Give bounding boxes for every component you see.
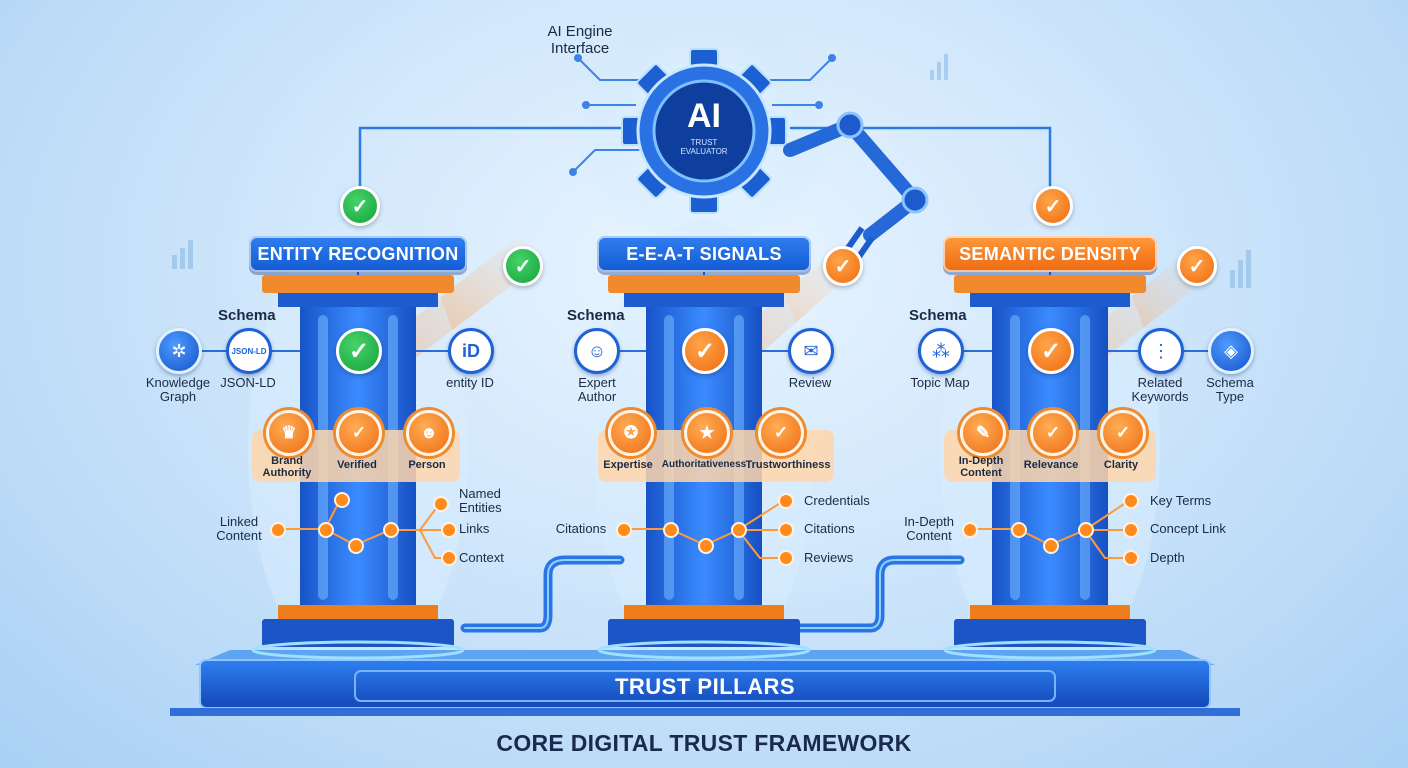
ribbon-icon: ✪ — [608, 410, 654, 456]
check-icon: ✓ — [1177, 246, 1217, 286]
chat-icon: ✉ — [788, 328, 834, 374]
badge-label: Content — [960, 467, 1002, 479]
node-dot — [663, 522, 679, 538]
badge-label: Brand — [271, 455, 303, 467]
engine-label-line1: AI Engine — [547, 23, 613, 40]
node-dot — [270, 522, 286, 538]
related-keywords-label-2: Keywords — [1131, 389, 1189, 404]
key-terms-label: Key Terms — [1150, 493, 1212, 508]
node-dot — [1123, 550, 1139, 566]
concept-link-label: Concept Link — [1150, 521, 1226, 536]
depth-label: Depth — [1150, 550, 1185, 565]
node-dot — [616, 522, 632, 538]
badge-label: Clarity — [1103, 459, 1139, 471]
engine-label-line2: Interface — [550, 40, 610, 57]
check-icon: ✓ — [1033, 186, 1073, 226]
node-dot — [778, 522, 794, 538]
ai-text: AI — [687, 97, 721, 135]
node-dot — [1043, 538, 1059, 554]
expert-author-label-1: Expert — [578, 375, 616, 390]
schema-type-label-1: Schema — [1206, 375, 1254, 390]
node-dot — [1078, 522, 1094, 538]
named-entities-label-2: Entities — [459, 500, 502, 515]
credentials-label: Credentials — [804, 493, 870, 508]
user-icon: ☺ — [574, 328, 620, 374]
badge-label: In-Depth — [958, 455, 1004, 467]
citations-label-right: Citations — [804, 521, 855, 536]
json-ld-label: JSON-LD — [220, 375, 276, 390]
reviews-label: Reviews — [804, 550, 854, 565]
document-icon: ✎ — [960, 410, 1006, 456]
node-dot — [348, 538, 364, 554]
citations-label-left: Citations — [555, 521, 607, 536]
check-icon: ✓ — [340, 186, 380, 226]
node-dot — [778, 493, 794, 509]
entity-id-label: entity ID — [446, 375, 494, 390]
in-depth-content-label-1: In-Depth — [904, 514, 954, 529]
schema-label: Schema — [567, 307, 625, 324]
badge-label: Relevance — [1023, 459, 1079, 471]
node-dot — [441, 550, 457, 566]
links-label: Links — [459, 521, 490, 536]
node-dot — [731, 522, 747, 538]
crown-icon: ♛ — [266, 410, 312, 456]
topic-map-icon: ⁂ — [918, 328, 964, 374]
pillar-check-icon: ✓ — [682, 328, 728, 374]
review-label: Review — [788, 375, 832, 390]
linked-content-label-2: Content — [216, 528, 262, 543]
check-icon: ✓ — [1030, 410, 1076, 456]
footer-title: CORE DIGITAL TRUST FRAMEWORK — [496, 730, 912, 756]
knowledge-graph-label-2: Graph — [159, 389, 197, 404]
id-icon: iD — [448, 328, 494, 374]
schema-label: Schema — [218, 307, 276, 324]
node-dot — [383, 522, 399, 538]
node-dot — [962, 522, 978, 538]
ai-gear-icon — [621, 48, 787, 214]
person-icon: ☻ — [406, 410, 452, 456]
json-document-icon: JSON-LD — [226, 328, 272, 374]
check-icon: ✓ — [1100, 410, 1146, 456]
node-dot — [778, 550, 794, 566]
node-dot — [1123, 493, 1139, 509]
header-entity-recognition: ENTITY RECOGNITION — [249, 236, 467, 272]
named-entities-label-1: Named — [459, 486, 501, 501]
knowledge-graph-label-1: Knowledge — [145, 375, 211, 390]
node-dot — [334, 492, 350, 508]
check-icon: ✓ — [503, 246, 543, 286]
hierarchy-icon: ⋮ — [1138, 328, 1184, 374]
header-eeat-signals: E-E-A-T SIGNALS — [597, 236, 811, 272]
pillar-check-icon: ✓ — [336, 328, 382, 374]
check-icon: ✓ — [336, 410, 382, 456]
badge-label: Expertise — [603, 459, 653, 471]
check-icon: ✓ — [758, 410, 804, 456]
topic-map-label: Topic Map — [910, 375, 970, 390]
context-label: Context — [459, 550, 504, 565]
badge-label: Verified — [337, 459, 377, 471]
in-depth-content-label-2: Content — [906, 528, 952, 543]
pillar-check-icon: ✓ — [1028, 328, 1074, 374]
star-icon: ★ — [684, 410, 730, 456]
cube-icon: ◈ — [1208, 328, 1254, 374]
node-dot — [1123, 522, 1139, 538]
node-dot — [698, 538, 714, 554]
trust-evaluator-label-1: TRUST — [690, 138, 718, 147]
node-dot — [441, 522, 457, 538]
node-dot — [318, 522, 334, 538]
header-semantic-density: SEMANTIC DENSITY — [943, 236, 1157, 272]
badge-label: Authority — [262, 467, 312, 479]
check-icon: ✓ — [823, 246, 863, 286]
schema-type-label-2: Type — [1215, 389, 1245, 404]
badge-label: Trustworthiness — [745, 459, 831, 471]
expert-author-label-2: Author — [577, 389, 617, 404]
trust-evaluator-label-2: EVALUATOR — [680, 147, 728, 156]
badge-label: Authoritativeness — [661, 459, 747, 470]
related-keywords-label-1: Related — [1137, 375, 1183, 390]
node-dot — [433, 496, 449, 512]
badge-label: Person — [408, 459, 446, 471]
schema-label: Schema — [909, 307, 967, 324]
linked-content-label-1: Linked — [219, 514, 259, 529]
platform-label: TRUST PILLARS — [614, 674, 796, 699]
network-icon: ✲ — [156, 328, 202, 374]
node-dot — [1011, 522, 1027, 538]
